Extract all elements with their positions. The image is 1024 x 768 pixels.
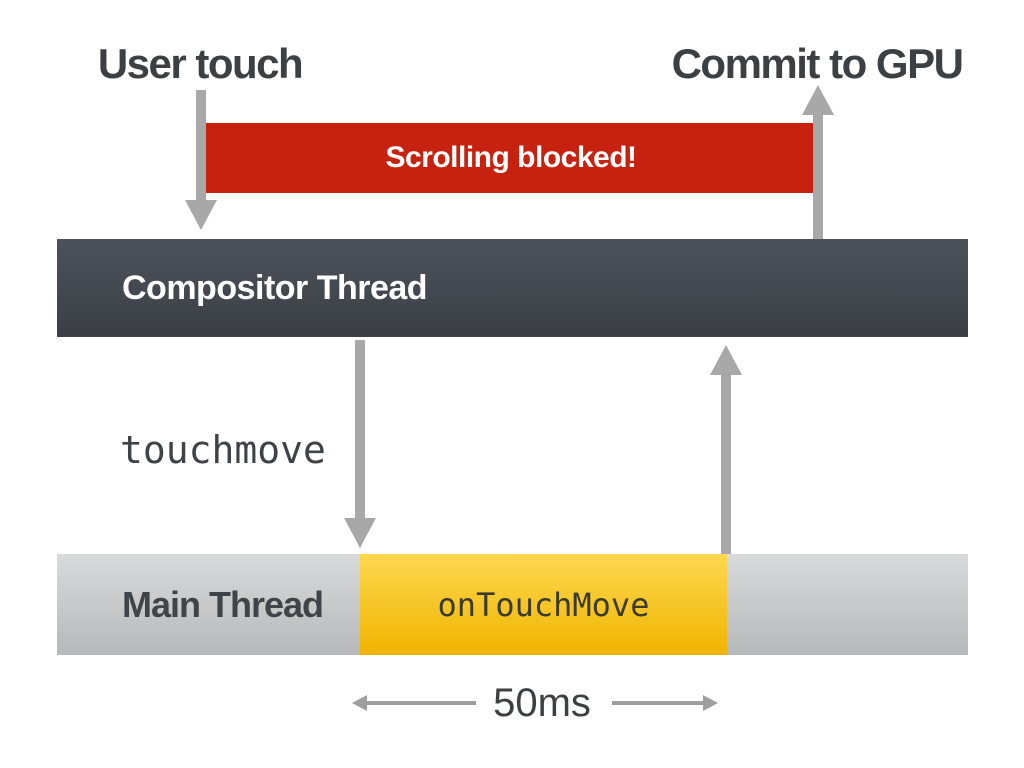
up-arrow-shaft [813, 113, 823, 239]
left-arrow-head [352, 695, 367, 711]
up-arrow-shaft [721, 373, 731, 554]
compositor-thread-label: Compositor Thread [122, 268, 428, 307]
touchmove-label: touchmove [120, 428, 326, 472]
right-arrow-shaft [612, 701, 705, 705]
commit-to-gpu-label: Commit to GPU [671, 40, 964, 87]
compositor-thread-bar: Compositor Thread [57, 239, 968, 337]
down-arrow-head [344, 518, 376, 548]
down-arrow-shaft [355, 340, 365, 520]
up-arrow-head [802, 85, 834, 115]
ontouchmove-label: onTouchMove [437, 585, 650, 624]
up-arrow-head [710, 345, 742, 375]
ontouchmove-busy-segment: onTouchMove [360, 554, 727, 655]
right-arrow-head [703, 695, 718, 711]
down-arrow-shaft [196, 90, 206, 202]
left-arrow-shaft [365, 701, 476, 705]
duration-label: 50ms [493, 681, 591, 725]
main-thread-label: Main Thread [122, 583, 324, 625]
scrolling-blocked-banner: Scrolling blocked! [206, 123, 816, 193]
scrolling-blocked-text: Scrolling blocked! [385, 141, 637, 174]
user-touch-label: User touch [97, 40, 304, 87]
down-arrow-head [185, 200, 217, 230]
